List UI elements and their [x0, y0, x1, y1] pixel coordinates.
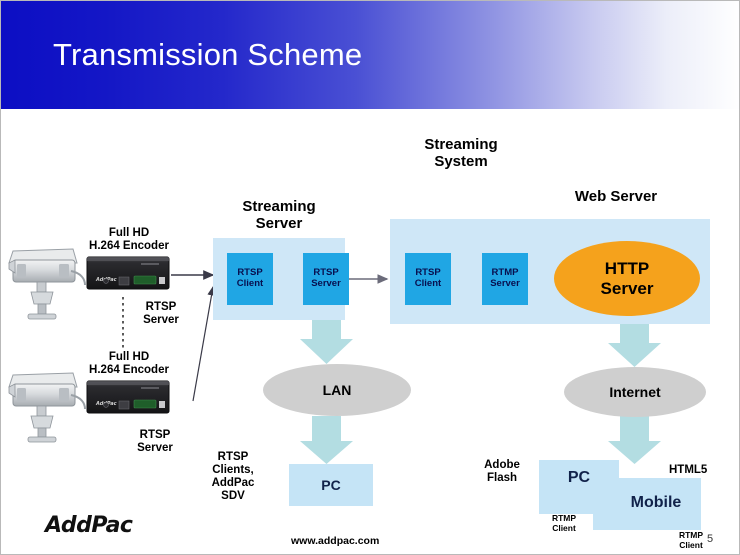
source-1-protocol-label: RTSP Server: [143, 301, 179, 326]
arrow-web-server-to-internet: [608, 319, 661, 367]
endpoint-internet-mobile-label: Mobile: [630, 494, 682, 511]
arrow-internet-to-devices: [608, 416, 661, 464]
svg-text:AddPac: AddPac: [95, 401, 117, 407]
node-rtsp-server-streaming[interactable]: RTSP Server: [303, 253, 349, 305]
website-url: www.addpac.com: [291, 535, 380, 547]
node-rtmp-server-web[interactable]: RTMP Server: [482, 253, 528, 305]
page-title: Transmission Scheme: [53, 37, 363, 72]
endpoint-internet-pc-label: PC: [567, 469, 591, 486]
endpoint-internet-mobile-protocol: RTMP Client: [678, 530, 704, 550]
endpoint-lan-pc[interactable]: PC: [289, 464, 373, 506]
link-encoder2-to-streaming-server: [192, 285, 216, 402]
page-number: 5: [707, 533, 714, 545]
encoder-appliance-icon-1: AddPac: [86, 256, 170, 290]
network-lan[interactable]: LAN: [263, 364, 411, 416]
streaming-system-label: Streaming System: [424, 136, 498, 170]
addpac-logo: AddPac: [45, 513, 133, 538]
slide-header-banner: Transmission Scheme: [1, 1, 739, 109]
streaming-server-label: Streaming Server: [242, 198, 316, 232]
node-http-server[interactable]: HTTP Server: [554, 241, 700, 316]
endpoint-internet-pc-protocol: RTMP Client: [551, 513, 577, 533]
encoder-appliance-icon-2: AddPac: [86, 380, 170, 414]
internet-left-note: Adobe Flash: [484, 459, 520, 484]
source-2-title: Full HD H.264 Encoder: [89, 351, 169, 376]
network-internet[interactable]: Internet: [564, 367, 706, 417]
node-rtsp-client-web[interactable]: RTSP Client: [405, 253, 451, 305]
node-rtsp-client-streaming[interactable]: RTSP Client: [227, 253, 273, 305]
arrow-lan-to-pc: [300, 416, 353, 464]
cctv-camera-icon-1: [8, 248, 86, 320]
lan-client-note: RTSP Clients, AddPac SDV: [211, 451, 255, 502]
cctv-camera-icon-2: [8, 372, 86, 443]
source-1-title: Full HD H.264 Encoder: [89, 227, 169, 252]
source-2-protocol-label: RTSP Server: [137, 429, 173, 454]
endpoint-internet-mobile[interactable]: Mobile: [593, 478, 701, 530]
web-server-label: Web Server: [574, 188, 658, 205]
internet-right-note: HTML5: [669, 464, 708, 476]
svg-text:AddPac: AddPac: [95, 277, 117, 283]
